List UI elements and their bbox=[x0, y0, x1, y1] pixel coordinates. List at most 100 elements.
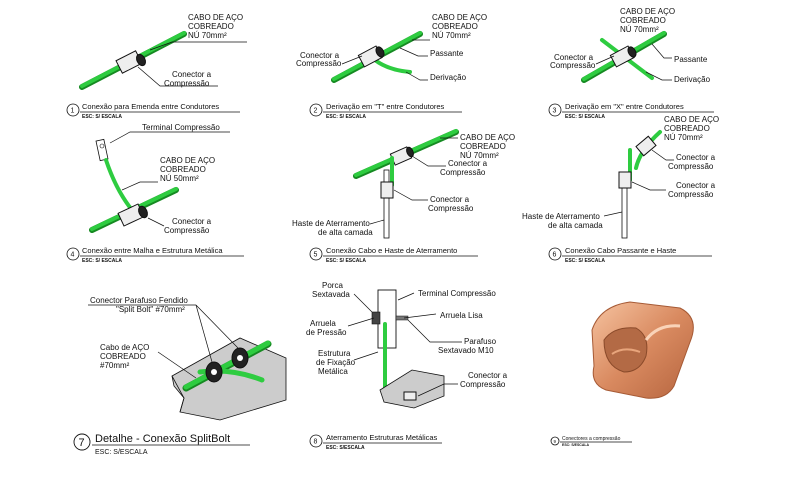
drawing-label: COBREADO bbox=[620, 16, 666, 25]
drawing-label: Estrutura bbox=[318, 349, 351, 358]
drawing-label: Sextavada bbox=[312, 290, 350, 299]
drawing-label: COBREADO bbox=[460, 142, 506, 151]
drawing-label: CABO DE AÇO bbox=[188, 13, 243, 22]
drawing-label: ESC: S/ ESCALA bbox=[82, 114, 122, 120]
drawing-label: ESC: S/ ESCALA bbox=[82, 258, 122, 264]
drawing-label: de alta camada bbox=[318, 228, 373, 237]
compression-connector bbox=[403, 391, 417, 401]
drawing-label: Conectores a compressão bbox=[562, 436, 621, 442]
drawing-label: Conector a bbox=[300, 51, 340, 60]
drawing-label: Compressão bbox=[460, 380, 506, 389]
drawing-label: CABO DE AÇO bbox=[160, 156, 215, 165]
drawing-label: NÚ 70mm² bbox=[620, 25, 659, 34]
drawing-label: Conector Parafuso Fendido bbox=[90, 296, 188, 305]
drawing-label: #70mm² bbox=[100, 361, 130, 370]
drawing-label: Conexão para Emenda entre Condutores bbox=[82, 102, 219, 111]
drawing-label: COBREADO bbox=[160, 165, 206, 174]
drawing-label: Aterramento Estruturas Metálicas bbox=[326, 433, 438, 442]
drawing-label: NÚ 70mm² bbox=[664, 133, 703, 142]
compression-connector bbox=[618, 171, 632, 189]
drawing-label: 8 bbox=[314, 439, 318, 446]
drawing-label: NÚ 70mm² bbox=[432, 31, 471, 40]
drawing-label: Arruela Lisa bbox=[440, 311, 483, 320]
hex-nut bbox=[371, 311, 381, 325]
drawing-label: Conexão Cabo Passante e Haste bbox=[565, 246, 676, 255]
detail-5: CABO DE AÇO COBREADO NÚ 70mm² Conector a… bbox=[292, 129, 515, 264]
drawing-label: COBREADO bbox=[664, 124, 710, 133]
drawing-label: Compressão bbox=[550, 61, 596, 70]
drawing-label: Derivação em "T" entre Condutores bbox=[326, 102, 445, 111]
drawing-label: CABO DE AÇO bbox=[664, 115, 719, 124]
drawing-label: Terminal Compressão bbox=[418, 289, 496, 298]
detail-4: Terminal Compressão CABO DE AÇO COBREADO… bbox=[66, 123, 244, 264]
drawing-label: NÚ 50mm² bbox=[160, 174, 199, 183]
drawing-label: Terminal Compressão bbox=[142, 123, 220, 132]
drawing-label: ESC: S/ESCALA bbox=[326, 445, 365, 451]
drawing-label: "Split Bolt" #70mm² bbox=[116, 305, 185, 314]
metal-structure bbox=[171, 337, 287, 421]
drawing-label: Parafuso bbox=[464, 337, 497, 346]
drawing-label: ESC: S/ ESCALA bbox=[326, 114, 366, 120]
drawing-label: 7 bbox=[79, 437, 85, 449]
drawing-label: Conexão Cabo e Haste de Aterramento bbox=[326, 246, 457, 255]
drawing-label: Compressão bbox=[440, 168, 486, 177]
drawing-label: ESC: S/ ESCALA bbox=[565, 114, 605, 120]
drawing-label: Derivação bbox=[674, 75, 711, 84]
drawing-label: COBREADO bbox=[100, 352, 146, 361]
drawing-label: Derivação bbox=[430, 73, 467, 82]
detail-7: Conector Parafuso Fendido "Split Bolt" #… bbox=[73, 296, 287, 456]
drawing-label: 3 bbox=[553, 108, 557, 115]
drawing-label: CABO DE AÇO bbox=[620, 7, 675, 16]
drawing-label: Metálica bbox=[318, 367, 348, 376]
drawing-label: Compressão bbox=[164, 79, 210, 88]
ground-rod bbox=[383, 169, 390, 239]
drawing-label: Passante bbox=[430, 49, 464, 58]
drawing-label: CABO DE AÇO bbox=[460, 133, 515, 142]
drawing-label: ESC: S/ESCALA bbox=[95, 449, 148, 456]
drawing-label: Conector a bbox=[448, 159, 488, 168]
drawing-label: 4 bbox=[71, 252, 75, 259]
hex-bolt bbox=[395, 315, 409, 321]
drawing-label: Conector a bbox=[430, 195, 470, 204]
drawing-label: Detalhe - Conexão SplitBolt bbox=[95, 433, 230, 445]
drawing-label: 2 bbox=[314, 108, 318, 115]
detail-1: CABO DE AÇO COBREADO NÚ 70mm² Conector a… bbox=[66, 13, 247, 120]
detail-2: CABO DE AÇO COBREADO NÚ 70mm² Conector a… bbox=[296, 13, 487, 120]
drawing-label: ESC: S/ESCALA bbox=[562, 443, 590, 447]
drawing-label: de Fixação bbox=[316, 358, 356, 367]
drawing-label: ESC: S/ ESCALA bbox=[326, 258, 366, 264]
drawing-label: Sextavado M10 bbox=[438, 346, 494, 355]
drawing-label: Compressão bbox=[428, 204, 474, 213]
detail-6: CABO DE AÇO COBREADO NÚ 70mm² Conector a… bbox=[522, 115, 719, 264]
drawing-label: 6 bbox=[553, 252, 557, 259]
drawing-label: 5 bbox=[314, 252, 318, 259]
drawing-label: ESC: S/ ESCALA bbox=[565, 258, 605, 264]
drawing-label: Passante bbox=[674, 55, 708, 64]
detail-3: CABO DE AÇO COBREADO NÚ 70mm² Conector a… bbox=[548, 7, 714, 120]
compression-terminal bbox=[95, 138, 109, 162]
drawing-label: Compressão bbox=[668, 190, 714, 199]
drawing-label: Conector a bbox=[468, 371, 508, 380]
drawing-label: NÚ 70mm² bbox=[460, 151, 499, 160]
drawing-label: de alta camada bbox=[548, 221, 603, 230]
detail-9: 9 Conectores a compressão ESC: S/ESCALA bbox=[550, 301, 694, 447]
drawing-label: Arruela bbox=[310, 319, 336, 328]
drawing-label: Conector a bbox=[172, 70, 212, 79]
drawing-label: Compressão bbox=[164, 226, 210, 235]
metal-structure-base bbox=[379, 369, 445, 409]
drawing-label: Conector a bbox=[554, 53, 594, 62]
drawing-label: Conector a bbox=[676, 153, 716, 162]
drawing-label: Conector a bbox=[676, 181, 716, 190]
drawing-label: Haste de Aterramento bbox=[292, 219, 370, 228]
drawing-label: Derivação em "X" entre Condutores bbox=[565, 102, 684, 111]
drawing-label: de Pressão bbox=[306, 328, 347, 337]
detail-8: Porca Sextavada Terminal Compressão Arru… bbox=[306, 281, 508, 451]
drawing-label: Conector a bbox=[172, 217, 212, 226]
drawing-label: COBREADO bbox=[432, 22, 478, 31]
drawing-label: Haste de Aterramento bbox=[522, 212, 600, 221]
drawing-label: Porca bbox=[322, 281, 343, 290]
drawing-label: COBREADO bbox=[188, 22, 234, 31]
drawing-label: NÚ 70mm² bbox=[188, 31, 227, 40]
